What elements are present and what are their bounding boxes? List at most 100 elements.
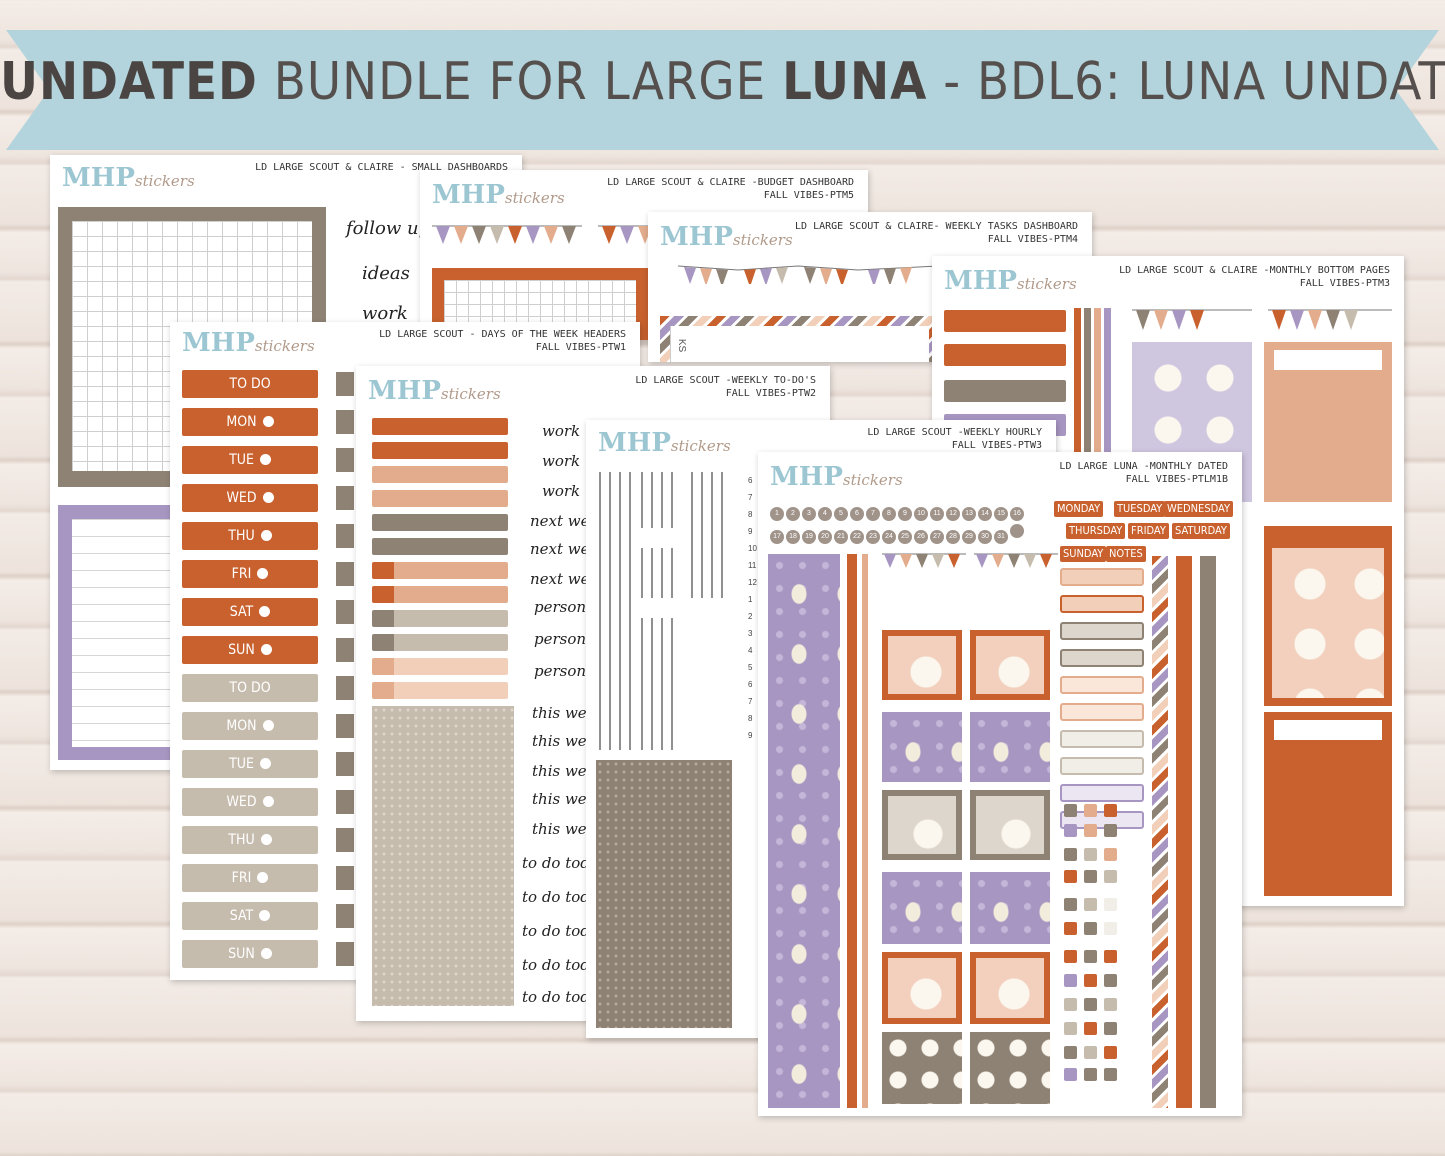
mail-icon [1084, 804, 1097, 817]
banner-title-undated: UNDATED [0, 52, 258, 112]
sheet-title: LD LARGE SCOUT & CLAIRE -BUDGET DASHBOAR… [607, 177, 854, 201]
pattern-square [882, 790, 962, 860]
pattern-square [970, 872, 1050, 944]
calendar-icon [1064, 824, 1077, 837]
checklist-title-box [1274, 720, 1382, 740]
label-box [1060, 676, 1144, 694]
piggy-bank-icon [1104, 848, 1117, 861]
header-wednesday: WED [182, 484, 318, 512]
label-box [1060, 568, 1144, 586]
header-saturday: SAT [182, 902, 318, 930]
side-strip [336, 372, 354, 972]
sheet-title: LD LARGE SCOUT & CLAIRE- WEEKLY TASKS DA… [795, 221, 1078, 245]
day-label-friday: FRIDAY [1128, 523, 1169, 539]
color-bar [372, 466, 508, 483]
day-label-monday: MONDAY [1054, 501, 1104, 517]
cart-icon [1084, 870, 1097, 883]
vertical-orange-strip [1176, 556, 1192, 1108]
tooth-icon [1104, 898, 1117, 911]
brand-logo: MHPstickers [598, 428, 731, 458]
script-label: work [542, 422, 581, 440]
pattern-square [882, 952, 962, 1024]
script-label: to do today [522, 956, 608, 974]
day-label-wednesday: WEDNESDAY [1164, 501, 1233, 517]
scale-icon [1064, 870, 1077, 883]
skull-pattern-orange [1264, 526, 1392, 706]
tooth-icon [1104, 922, 1117, 935]
color-bar [944, 310, 1066, 332]
pattern-square [970, 790, 1050, 860]
label-box [1060, 595, 1144, 613]
header-sunday: SUN [182, 636, 318, 664]
header-sunday: SUN [182, 940, 318, 968]
header-friday: FRI [182, 560, 318, 588]
script-label: personal [534, 630, 600, 648]
color-bar [372, 514, 508, 531]
brand-logo: MHPstickers [368, 376, 501, 406]
header-wednesday: WED [182, 788, 318, 816]
script-work: work [362, 303, 408, 324]
color-bar [944, 380, 1066, 402]
script-label: to do today [522, 988, 608, 1006]
dumbbell-icon [1104, 804, 1117, 817]
header-saturday: SAT [182, 598, 318, 626]
bunting-banner [432, 225, 582, 244]
scale-icon [1064, 848, 1077, 861]
checklist-dotted [372, 706, 514, 1006]
sheet-luna-monthly: MHPstickers LD LARGE LUNA -MONTHLY DATED… [758, 452, 1242, 1116]
vertical-taupe-strip [1200, 556, 1216, 1108]
washer-icon [1104, 1068, 1117, 1081]
washer-icon [1104, 1046, 1117, 1059]
script-ideas: ideas [362, 263, 410, 284]
pattern-square [970, 952, 1050, 1024]
color-bar [372, 634, 508, 651]
checklist-title-box [1274, 350, 1382, 370]
day-label-tuesday: TUESDAY [1114, 501, 1166, 517]
header-tuesday: TUE [182, 446, 318, 474]
shoe-icon [1064, 974, 1077, 987]
pattern-square [882, 712, 962, 782]
script-follow-up: follow up [346, 218, 431, 239]
bunting-banner [1132, 309, 1252, 330]
jars-icon [1104, 950, 1117, 963]
title-banner [6, 30, 1439, 150]
day-label-notes: NOTES [1106, 546, 1146, 562]
header-thursday: THU [182, 522, 318, 550]
piggy-bank-icon [1104, 870, 1117, 883]
sheet-title: LD LARGE SCOUT & CLAIRE -MONTHLY BOTTOM … [1119, 265, 1390, 289]
tasks-side-label: KS [676, 338, 688, 353]
trash-icon [1104, 998, 1117, 1011]
receipt-icon [1064, 998, 1077, 1011]
sheet-title: LD LARGE SCOUT - DAYS OF THE WEEK HEADER… [379, 329, 626, 353]
skull-pattern-square [1272, 548, 1384, 698]
label-box [1060, 757, 1144, 775]
shoe-icon [1064, 950, 1077, 963]
checklist-peach [1264, 342, 1392, 502]
halloween-pattern-strip [768, 554, 840, 1108]
header-monday: MON [182, 712, 318, 740]
header-tuesday: TUE [182, 750, 318, 778]
color-bar [372, 682, 508, 699]
cake-icon [1084, 998, 1097, 1011]
script-label: work [542, 452, 581, 470]
label-box [1060, 622, 1144, 640]
banner-title-luna: LUNA [782, 52, 928, 112]
color-bar [372, 490, 508, 507]
label-box [1060, 811, 1144, 829]
cake-icon [1084, 1022, 1097, 1035]
pattern-square [970, 1032, 1050, 1104]
label-box [1060, 784, 1144, 802]
vertical-stripes [1074, 308, 1119, 458]
header-monday: MON [182, 408, 318, 436]
script-label: to do today [522, 854, 608, 872]
day-label-saturday: SATURDAY [1172, 523, 1230, 539]
vertical-orange-strip [844, 554, 860, 1108]
milk-icon [1064, 1068, 1077, 1081]
color-bar [372, 442, 508, 459]
scissors-icon [1064, 898, 1077, 911]
